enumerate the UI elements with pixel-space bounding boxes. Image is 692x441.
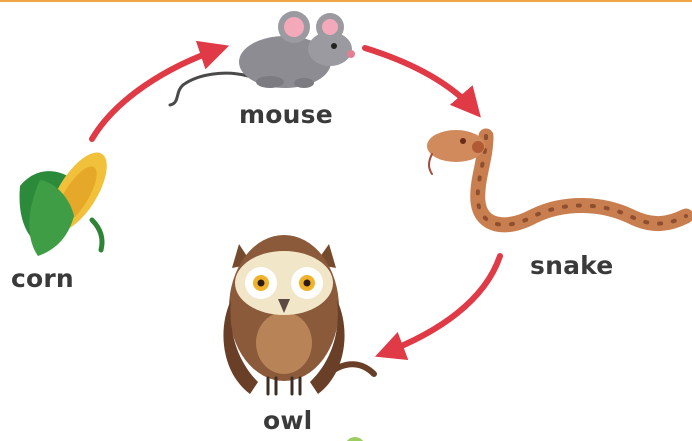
arrow-snake-to-owl <box>382 256 500 354</box>
label-mouse: mouse <box>239 100 333 129</box>
owl-icon <box>223 235 374 394</box>
arrow-corn-to-mouse <box>92 48 222 139</box>
arrow-mouse-to-snake <box>365 48 476 112</box>
label-corn: corn <box>11 264 74 293</box>
label-snake: snake <box>530 251 613 280</box>
snake-icon <box>427 130 686 225</box>
label-owl: owl <box>263 406 312 435</box>
green-accent-dot <box>345 437 365 441</box>
corn-icon <box>20 144 118 256</box>
